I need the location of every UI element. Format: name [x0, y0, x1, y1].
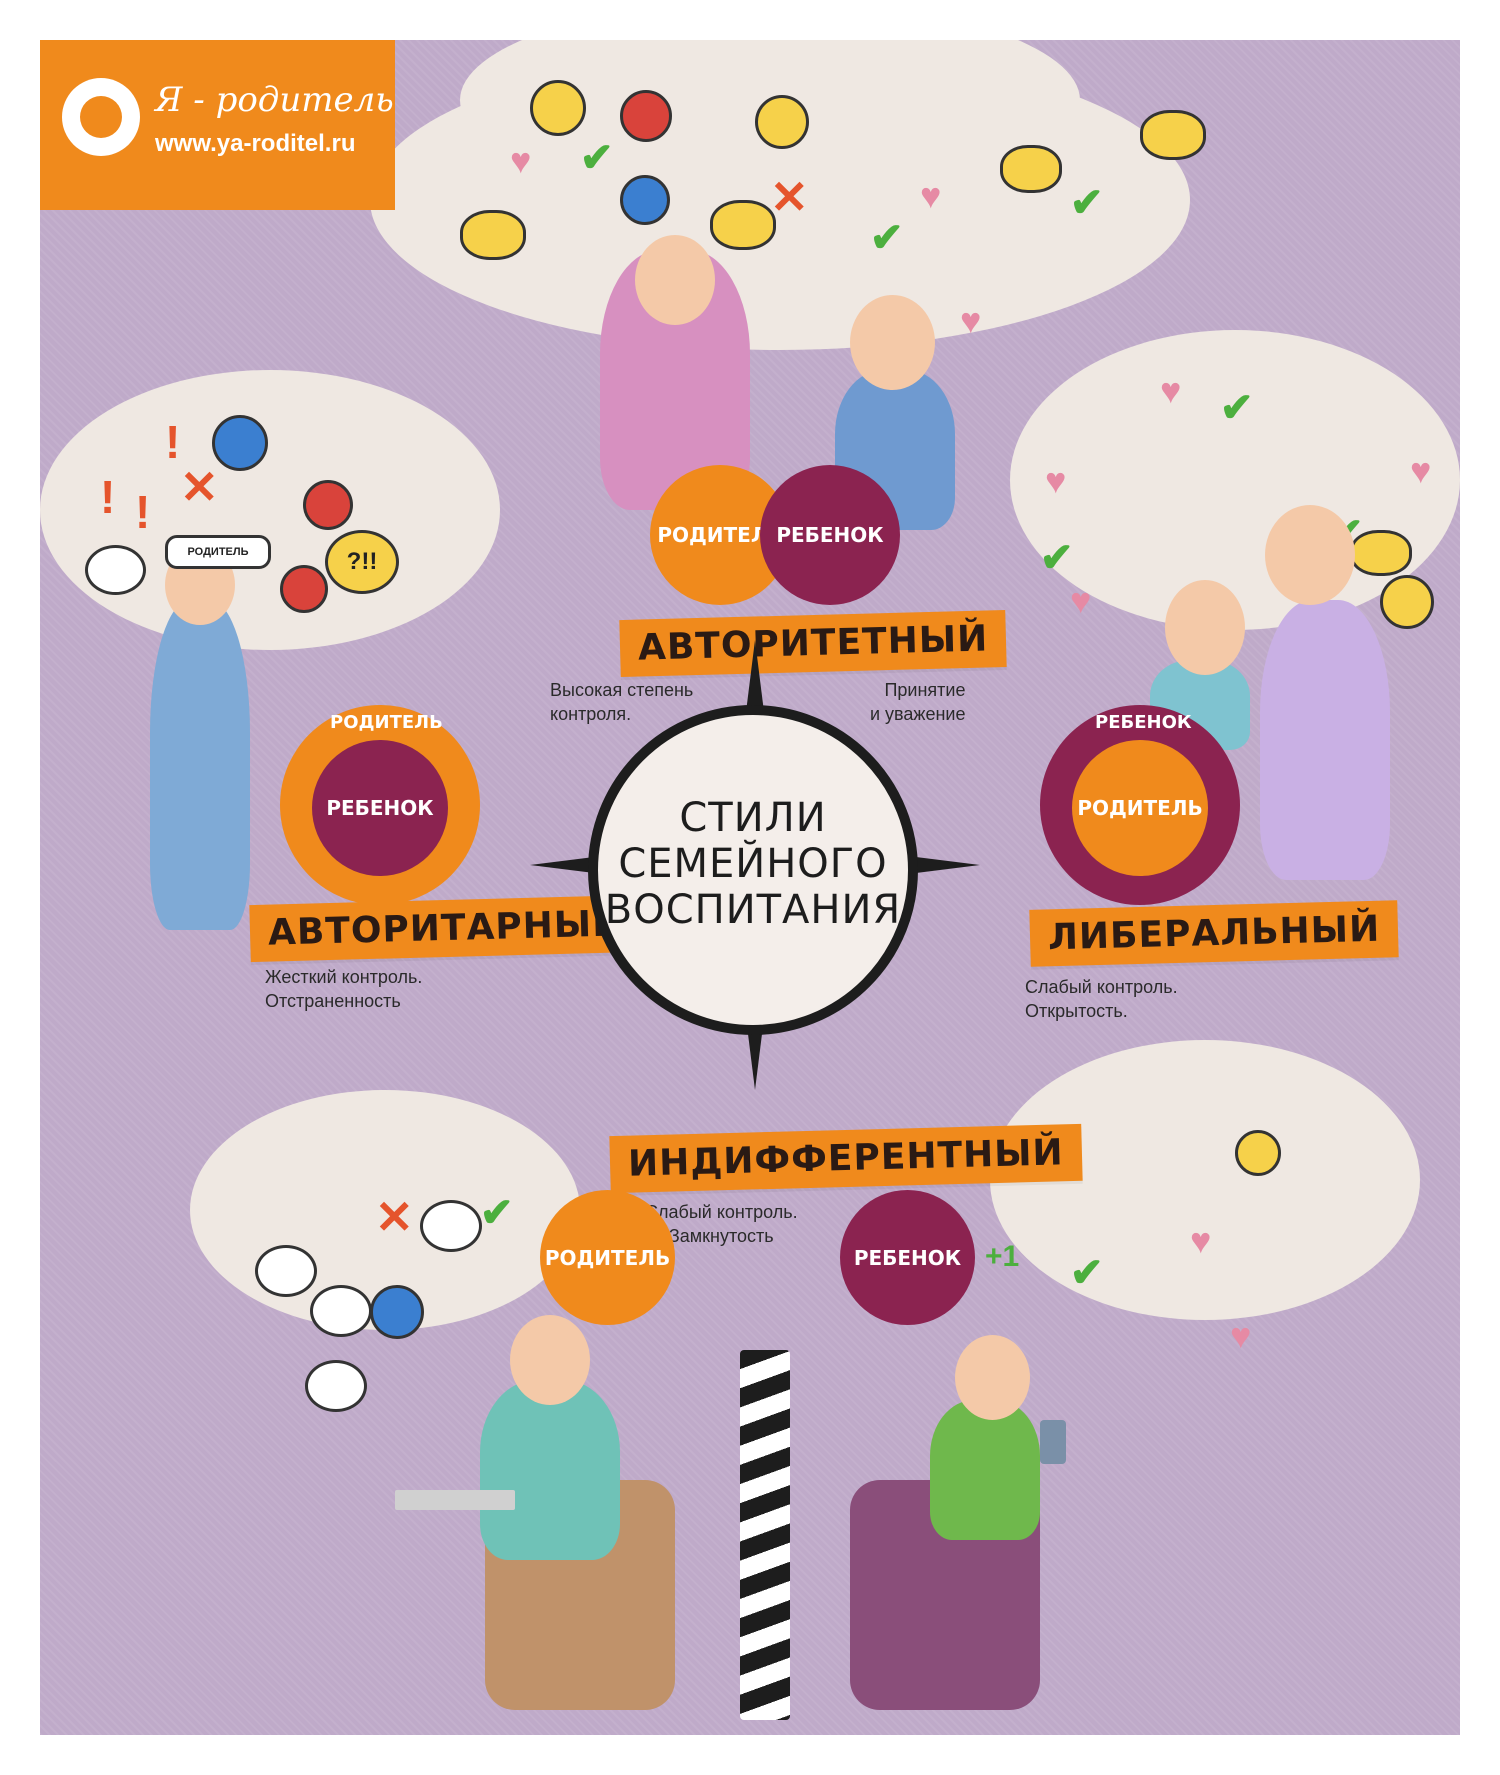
father-reading-head [510, 1315, 590, 1405]
check-icon: ✔ [1070, 1251, 1104, 1295]
indifferent-child-circle: РЕБЕНОК [840, 1190, 975, 1325]
center-title-line2: СЕМЕЙНОГО [618, 841, 888, 887]
speech-bubble-icon [255, 1245, 317, 1297]
heart-icon: ♥ [510, 140, 532, 181]
brand-logo[interactable]: Я - родитель www.ya-roditel.ru [40, 40, 395, 210]
center-title-line3: ВОСПИТАНИЯ [604, 887, 902, 933]
speech-bubble-icon [85, 545, 146, 595]
pillar-icon [740, 1350, 790, 1720]
smiley-icon [1380, 575, 1434, 629]
authoritarian-child-circle: РЕБЕНОК [312, 740, 448, 876]
logo-url: www.ya-roditel.ru [155, 130, 356, 157]
mother-liberal-head [1265, 505, 1355, 605]
center-title: СТИЛИ СЕМЕЙНОГО ВОСПИТАНИЯ [598, 795, 908, 933]
authoritative-right-note: Принятие и уважение [870, 680, 966, 724]
father-reading-figure [480, 1380, 620, 1560]
smiley-icon [1235, 1130, 1281, 1176]
arrow-up-icon [370, 1285, 424, 1339]
right-cloud [1010, 330, 1460, 630]
check-icon: ✔ [1220, 386, 1254, 430]
authoritarian-father-figure [150, 600, 250, 930]
check-icon: ✔ [870, 216, 904, 260]
heart-icon: ♥ [1160, 370, 1182, 411]
smiley-icon [755, 95, 809, 149]
cross-icon: ✕ [180, 461, 219, 513]
liberal-note: Слабый контроль. Открытость. [1025, 977, 1178, 1021]
arrow-up-icon [212, 415, 268, 471]
child-liberal-head [1165, 580, 1245, 675]
cross-icon: ✕ [770, 171, 809, 223]
plus-one-badge: +1 [985, 1240, 1020, 1273]
phone-icon [1040, 1420, 1066, 1464]
speech-bubble-icon [460, 210, 526, 260]
child-label: РЕБЕНОК [776, 523, 884, 547]
heart-icon: ♥ [960, 300, 982, 341]
mother-liberal-figure [1260, 600, 1390, 880]
no-entry-icon [280, 565, 328, 613]
cross-icon: ✕ [375, 1191, 414, 1243]
center-title-line1: СТИЛИ [679, 795, 827, 841]
left-cloud [40, 370, 500, 650]
exclamation-icon: ! [165, 416, 181, 468]
heart-icon: ♥ [1070, 580, 1092, 621]
authoritative-left-note: Высокая степень контроля. [550, 680, 694, 724]
liberal-banner: ЛИБЕРАЛЬНЫЙ [1029, 900, 1399, 967]
logo-mark-icon [62, 78, 140, 156]
speech-bubble-icon [305, 1360, 367, 1412]
liberal-parent-circle: РОДИТЕЛЬ [1072, 740, 1208, 876]
child-label: РЕБЕНОК [1095, 712, 1192, 733]
father-cap: РОДИТЕЛЬ [165, 535, 271, 569]
stop-icon [620, 90, 672, 142]
heart-icon: ♥ [1045, 460, 1067, 501]
heart-icon: ♥ [1410, 450, 1432, 491]
question-exclaim-bubble: ?!! [325, 530, 399, 594]
heart-icon: ♥ [1230, 1315, 1252, 1356]
girl-figure [930, 1400, 1040, 1540]
heart-icon: ♥ [1190, 1220, 1212, 1261]
check-icon: ✔ [1040, 536, 1074, 580]
authoritative-child-circle: РЕБЕНОК [760, 465, 900, 605]
check-icon: ✔ [1070, 181, 1104, 225]
speech-bubble-icon [420, 1200, 482, 1252]
info-icon [620, 175, 670, 225]
check-icon: ✔ [580, 136, 614, 180]
speech-bubble-icon [1140, 110, 1206, 160]
indifferent-parent-circle: РОДИТЕЛЬ [540, 1190, 675, 1325]
parent-label: РОДИТЕЛЬ [330, 712, 443, 733]
speech-bubble-icon [710, 200, 776, 250]
child-label: РЕБЕНОК [326, 796, 434, 820]
mother-head [635, 235, 715, 325]
exclamation-icon: ! [135, 486, 151, 538]
laptop-icon [395, 1490, 515, 1510]
check-icon: ✔ [480, 1191, 514, 1235]
speech-bubble-icon [1000, 145, 1062, 193]
girl-head [955, 1335, 1030, 1420]
stop-icon [303, 480, 353, 530]
parent-label: РОДИТЕЛЬ [544, 1245, 671, 1270]
son-head [850, 295, 935, 390]
speech-bubble-icon [310, 1285, 372, 1337]
exclamation-icon: ! [100, 471, 116, 523]
compass-center: СТИЛИ СЕМЕЙНОГО ВОСПИТАНИЯ [588, 705, 918, 1035]
infographic-poster: Я - родитель www.ya-roditel.ru ♥ ♥ ♥ ✔ ✔… [40, 40, 1460, 1735]
speech-bubble-icon [1350, 530, 1412, 576]
parent-label: РОДИТЕЛЬ [1077, 796, 1203, 820]
authoritarian-note: Жесткий контроль. Отстраненность [265, 967, 423, 1011]
heart-icon: ♥ [920, 175, 942, 216]
smiley-icon [530, 80, 586, 136]
logo-name: Я - родитель [155, 80, 394, 120]
child-label: РЕБЕНОК [853, 1245, 962, 1270]
